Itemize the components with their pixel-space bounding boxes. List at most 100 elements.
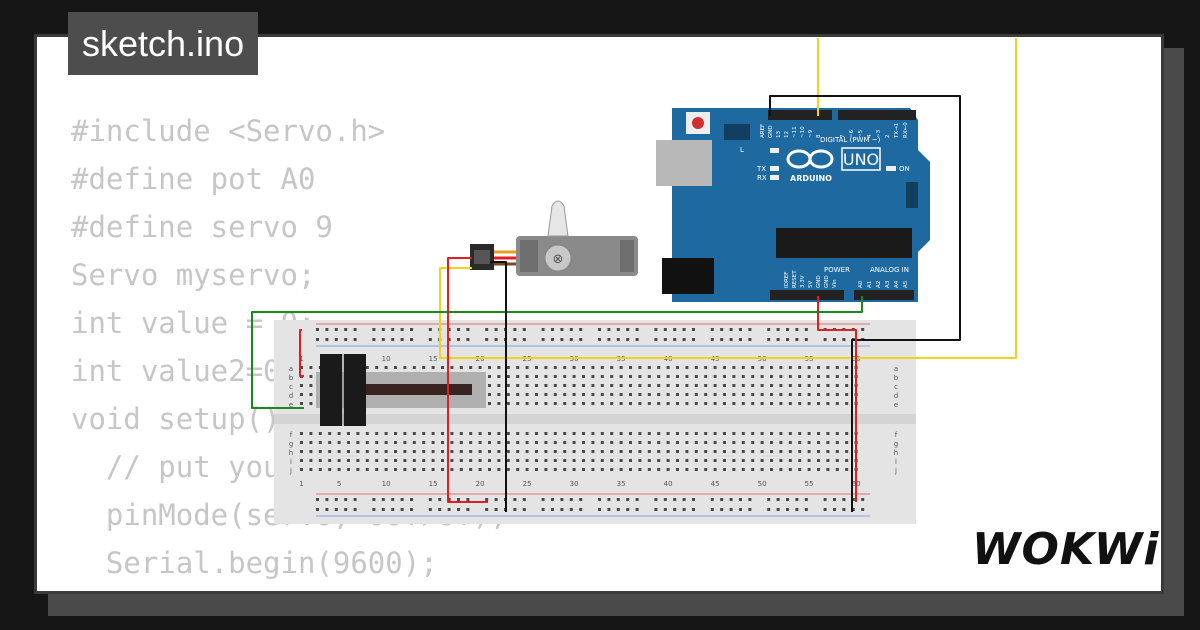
- pin-label: A5: [903, 280, 909, 288]
- breadboard-hole: [525, 393, 529, 396]
- breadboard-hole: [629, 384, 632, 387]
- breadboard-hole: [817, 468, 820, 471]
- power-header: [770, 290, 844, 300]
- breadboard-hole: [723, 441, 726, 444]
- breadboard-hole: [779, 393, 783, 396]
- breadboard-hole: [403, 432, 407, 435]
- breadboard-hole: [751, 384, 755, 387]
- breadboard-hole: [779, 375, 783, 378]
- breadboard-hole: [582, 402, 585, 405]
- breadboard-hole: [450, 432, 454, 435]
- breadboard-hole: [569, 328, 573, 331]
- power-jack: [662, 258, 714, 294]
- breadboard-hole: [553, 459, 557, 462]
- breadboard-hole: [488, 402, 491, 405]
- breadboard-hole: [704, 366, 708, 369]
- digital-header-left: [768, 110, 832, 120]
- breadboard-hole: [457, 498, 460, 501]
- pot-knob-left[interactable]: [320, 354, 342, 426]
- breadboard-hole: [569, 508, 573, 511]
- breadboard-hole: [657, 432, 661, 435]
- breadboard-hole: [372, 508, 376, 511]
- breadboard-hole: [748, 498, 752, 501]
- breadboard-hole: [732, 375, 736, 378]
- breadboard-hole: [497, 468, 501, 471]
- breadboard-hole: [704, 375, 708, 378]
- servo-horn[interactable]: [547, 200, 569, 237]
- breadboard-hole: [410, 328, 413, 331]
- breadboard-center-channel: [274, 414, 916, 424]
- breadboard-hole: [488, 459, 491, 462]
- breadboard-hole: [657, 450, 661, 453]
- pin-label: GND: [816, 275, 822, 288]
- breadboard-hole: [384, 366, 388, 369]
- slide-potentiometer[interactable]: [316, 354, 486, 426]
- breadboard-hole: [513, 498, 517, 501]
- breadboard-hole: [591, 450, 595, 453]
- breadboard-hole: [635, 508, 639, 511]
- breadboard-hole: [591, 375, 595, 378]
- breadboard-hole: [485, 328, 489, 331]
- breadboard-hole: [629, 393, 632, 396]
- breadboard-hole: [325, 508, 329, 511]
- breadboard-hole: [685, 432, 689, 435]
- breadboard-hole: [469, 468, 473, 471]
- breadboard-hole: [647, 441, 651, 444]
- breadboard-hole: [654, 498, 658, 501]
- breadboard-hole: [457, 338, 460, 341]
- breadboard-hole: [412, 450, 416, 453]
- pin-label: ~9: [808, 129, 814, 138]
- breadboard-hole: [365, 366, 369, 369]
- breadboard-hole: [842, 338, 846, 341]
- servo-body: [516, 236, 638, 276]
- breadboard-hole: [525, 402, 529, 405]
- breadboard-hole: [563, 384, 567, 387]
- breadboard-hole: [619, 450, 623, 453]
- breadboard-hole: [704, 450, 708, 453]
- pin-label: A1: [867, 281, 873, 288]
- breadboard-hole: [619, 384, 623, 387]
- breadboard-hole: [384, 459, 388, 462]
- breadboard-hole: [682, 508, 686, 511]
- breadboard-hole: [318, 450, 322, 453]
- breadboard-hole: [619, 366, 623, 369]
- breadboard-hole: [845, 432, 849, 435]
- column-number: 15: [429, 480, 438, 488]
- breadboard-hole: [676, 384, 679, 387]
- analog-label: ANALOG IN: [870, 266, 909, 274]
- breadboard-hole: [694, 402, 698, 405]
- file-tab[interactable]: sketch.ino: [68, 12, 259, 75]
- breadboard-hole: [694, 468, 698, 471]
- pot-knob-right[interactable]: [344, 354, 366, 426]
- breadboard-hole: [666, 393, 670, 396]
- breadboard-hole: [851, 498, 855, 501]
- breadboard-hole: [845, 468, 849, 471]
- breadboard-hole: [807, 459, 811, 462]
- breadboard-hole: [739, 498, 742, 501]
- preview-card: #include <Servo.h>#define pot A0#define …: [34, 34, 1164, 594]
- breadboard-hole: [676, 402, 679, 405]
- breadboard-hole: [685, 366, 689, 369]
- breadboard-hole: [845, 393, 849, 396]
- row-letter: b: [894, 374, 899, 382]
- breadboard-hole: [553, 468, 557, 471]
- pin-label: ~10: [800, 126, 806, 138]
- breadboard-hole: [685, 450, 689, 453]
- wire-green-a0: [251, 296, 863, 409]
- breadboard-hole: [579, 508, 583, 511]
- breadboard-hole: [309, 432, 313, 435]
- breadboard-hole: [807, 384, 811, 387]
- breadboard-hole: [325, 338, 329, 341]
- breadboard-hole: [522, 498, 526, 501]
- breadboard-hole: [739, 508, 742, 511]
- breadboard-hole: [381, 328, 385, 331]
- servo-motor[interactable]: ⊗: [470, 200, 638, 276]
- breadboard-hole: [713, 432, 717, 435]
- breadboard-hole: [817, 366, 820, 369]
- breadboard-hole: [610, 468, 614, 471]
- breadboard-hole: [412, 432, 416, 435]
- breadboard-hole: [713, 402, 717, 405]
- row-letter: e: [289, 401, 293, 409]
- reset-button[interactable]: [692, 117, 704, 129]
